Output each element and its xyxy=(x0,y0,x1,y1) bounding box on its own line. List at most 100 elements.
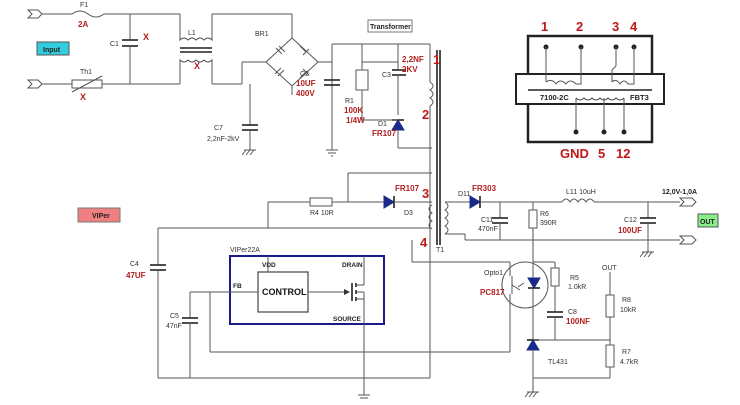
optocoupler-pc817 xyxy=(501,261,549,309)
capacitor-c2-value2: 400V xyxy=(296,89,315,98)
transformer-pinout: 1 2 3 4 7100-2C FBT3 GND 5 12 xyxy=(515,19,665,161)
capacitor-c7-value: 2,2nF-2kV xyxy=(207,136,240,143)
aux-supply: FR107 D3 R4 10R C4 47UF VIPer xyxy=(77,172,432,379)
capacitor-c12-label: C12 xyxy=(624,217,637,224)
control-block xyxy=(257,271,309,313)
output-section: D11 FR303 C11 470nF R6 390R L11 10uH C12… xyxy=(458,184,719,262)
resistor-r6 xyxy=(528,209,538,229)
diode-d3 xyxy=(383,195,395,209)
capacitor-c7-label: C7 xyxy=(214,125,223,132)
resistor-r6-value: 390R xyxy=(540,220,557,227)
pinout-bottom-5: 5 xyxy=(598,146,605,161)
resistor-r1-label: R1 xyxy=(345,98,354,105)
resistor-r5 xyxy=(550,267,560,287)
l1-x-mark: X xyxy=(194,61,200,71)
viper-tag-label: VIPer xyxy=(92,213,110,220)
resistor-r8 xyxy=(605,294,615,318)
resistor-r1-value1: 100K xyxy=(344,106,363,115)
tl431-regulator xyxy=(526,339,540,351)
transformer-t1-label: T1 xyxy=(436,247,444,254)
viper-fb-pin: FB xyxy=(233,283,242,290)
capacitor-c8-value: 100NF xyxy=(566,317,590,326)
inductor-l11 xyxy=(561,198,595,203)
diode-d11-value: FR303 xyxy=(472,184,497,193)
viper-tag xyxy=(77,207,121,223)
diode-d3-label: D3 xyxy=(404,210,413,217)
capacitor-c2-label: C2 xyxy=(300,71,309,78)
resistor-r8-value: 10kR xyxy=(620,307,636,314)
capacitor-c4-label: C4 xyxy=(130,261,139,268)
fuse-f1 xyxy=(71,10,105,18)
winding-pin-2: 2 xyxy=(422,107,429,122)
input-box xyxy=(36,41,70,56)
output-rating: 12,0V-1,0A xyxy=(662,189,697,196)
inductor-l11-label: L11 10uH xyxy=(566,189,596,196)
tl431-label: TL431 xyxy=(548,359,568,366)
c1-x-mark: X xyxy=(143,32,149,42)
feedback-section: Opto1 PC817 R5 1.0kR C8 100NF TL431 xyxy=(480,261,638,398)
fuse-f1-value: 2A xyxy=(78,20,88,29)
resistor-r4 xyxy=(309,197,333,207)
winding-pin-4: 4 xyxy=(420,235,428,250)
out-box-label: OUT xyxy=(700,219,716,226)
pinout-top-3: 3 xyxy=(612,19,619,34)
resistor-r5-label: R5 xyxy=(570,275,579,282)
viper-chip: VIPer22A VDD DRAIN FB SOURCE CONTROL C5 … xyxy=(166,228,510,399)
transformer-tag-label: Transformer xyxy=(370,24,411,31)
pinout-top-1: 1 xyxy=(541,19,548,34)
bridge-section: BR1 C7 2,2nF-2kV C2 10UF 400V xyxy=(207,14,430,157)
capacitor-c11-value: 470nF xyxy=(478,226,498,233)
snubber-cap-value1: 2,2NF xyxy=(402,55,424,64)
pinout-core-text: 7100-2C xyxy=(540,93,569,102)
out-box xyxy=(697,213,719,228)
pinout-top-2: 2 xyxy=(576,19,583,34)
thermistor-x-mark: X xyxy=(80,92,86,102)
resistor-r7-value: 4.7kR xyxy=(620,359,638,366)
input-section: F1 2A Th1 X Input C1 X L1 X xyxy=(26,2,292,102)
pinout-top-4: 4 xyxy=(630,19,638,34)
capacitor-c5-value: 47nF xyxy=(166,323,182,330)
bridge-br1-label: BR1 xyxy=(255,31,269,38)
pinout-core-text-right: FBT3 xyxy=(630,93,649,102)
capacitor-c1-label: C1 xyxy=(110,41,119,48)
output-connector-bottom xyxy=(678,235,697,245)
resistor-r6-label: R6 xyxy=(540,211,549,218)
diode-d1-value: FR107 xyxy=(372,129,397,138)
diode-d11 xyxy=(469,195,481,209)
viper-chip-name: VIPer22A xyxy=(230,247,260,254)
snubber-cap-value2: 2KV xyxy=(402,65,418,74)
resistor-r4-label: R4 10R xyxy=(310,210,334,217)
pinout-bottom-12: 12 xyxy=(616,146,630,161)
diode-d11-label: D11 xyxy=(458,191,470,198)
transformer-tag xyxy=(367,19,413,33)
viper-drain-pin: DRAIN xyxy=(342,262,363,269)
capacitor-c2-value1: 10UF xyxy=(296,79,316,88)
capacitor-c11-label: C11 xyxy=(481,217,493,224)
capacitor-c4-value: 47UF xyxy=(126,271,146,280)
input-connector-bottom xyxy=(26,79,43,89)
resistor-r1-value2: 1/4W xyxy=(346,116,365,125)
input-connector-top xyxy=(26,9,43,19)
capacitor-c3-label: C3 xyxy=(382,72,391,79)
transformer-t1: 1 2 3 4 T1 xyxy=(420,44,466,378)
diode-d3-value: FR107 xyxy=(395,184,420,193)
viper-vdd-pin: VDD xyxy=(262,262,276,269)
resistor-r1 xyxy=(355,69,369,91)
inductor-l1 xyxy=(179,14,213,42)
output-connector-top xyxy=(678,197,697,207)
thermistor-th1-label: Th1 xyxy=(80,69,92,76)
control-block-label: CONTROL xyxy=(262,287,307,297)
resistor-r7-label: R7 xyxy=(622,349,631,356)
winding-pin-3: 3 xyxy=(422,186,429,201)
resistor-r8-label: R8 xyxy=(622,297,631,304)
fuse-f1-label: F1 xyxy=(80,2,88,9)
pinout-bottom-gnd: GND xyxy=(560,146,589,161)
optocoupler-value: PC817 xyxy=(480,288,505,297)
capacitor-c8-label: C8 xyxy=(568,309,577,316)
snubber-section: Transformer R1 100K 1/4W C3 2,2NF 2KV D1… xyxy=(344,19,432,149)
optocoupler-label: Opto1 xyxy=(484,270,503,277)
inductor-l1-label: L1 xyxy=(188,30,196,37)
diode-d1-label: D1 xyxy=(378,121,387,128)
capacitor-c5-label: C5 xyxy=(170,313,179,320)
